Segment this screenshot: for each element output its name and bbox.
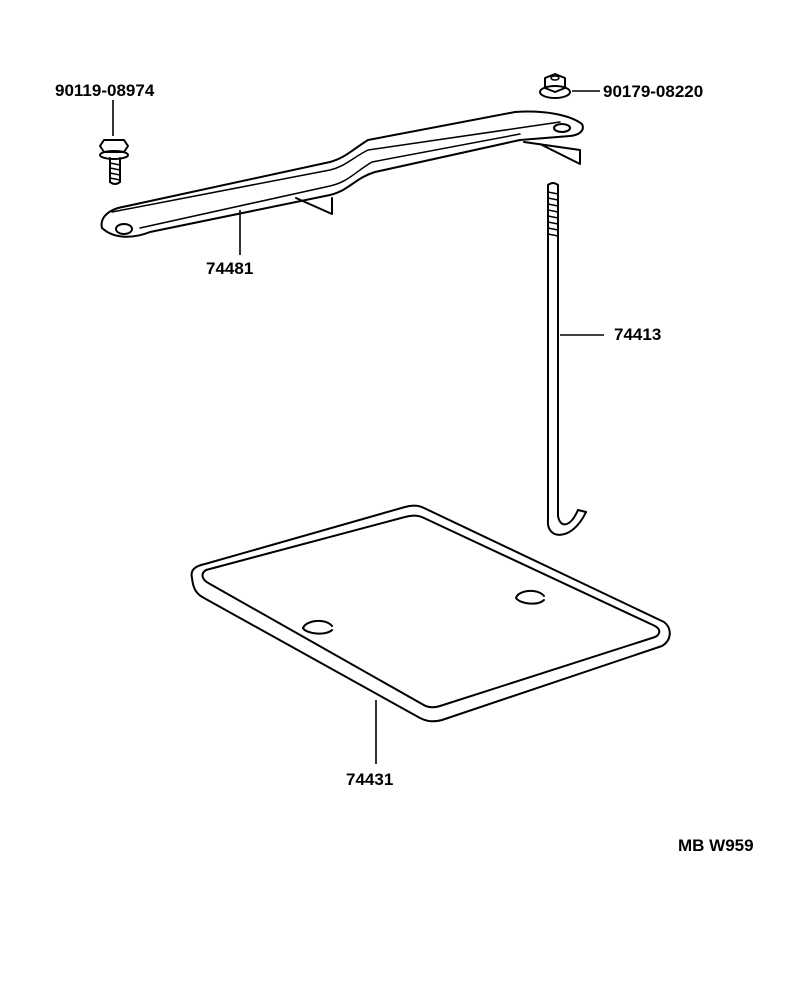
- bolt-part-number: 90119-08974: [55, 81, 155, 100]
- bolt-part: [99, 100, 129, 185]
- clamp-part-number: 74481: [206, 259, 254, 278]
- nut-part: [539, 73, 600, 99]
- tray-part: [190, 504, 671, 764]
- clamp-part: [100, 110, 584, 255]
- nut-part-number: 90179-08220: [603, 82, 704, 101]
- diagram-code: MB W959: [678, 836, 754, 855]
- rod-part-number: 74413: [614, 325, 662, 344]
- tray-part-number: 74431: [346, 770, 394, 789]
- rod-part: [546, 182, 604, 536]
